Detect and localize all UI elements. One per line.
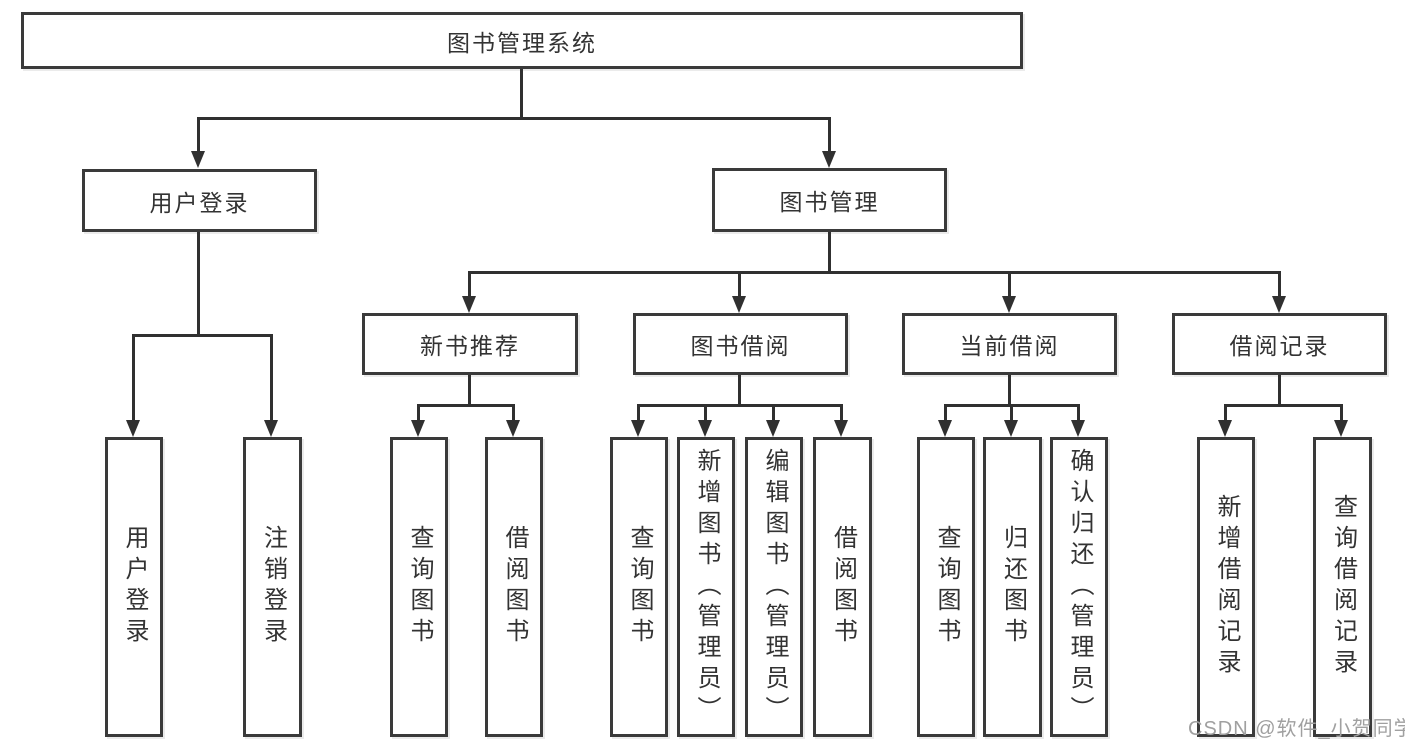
node-current-borrow-label: 当前借阅	[959, 333, 1060, 359]
connector-bb-drop-3	[772, 404, 775, 421]
connector-nb-stub	[468, 375, 471, 407]
arrowhead-icon	[462, 296, 476, 313]
leaf-cb-query-books: 查询图书	[917, 437, 975, 737]
connector-cb-drop-1	[944, 404, 947, 421]
node-book-mgmt-label: 图书管理	[779, 189, 880, 215]
leaf-user-login-label: 用户登录	[121, 525, 148, 649]
connector-bm-drop-3	[1008, 271, 1011, 297]
connector-br-stub	[1278, 375, 1281, 407]
connector-nb-drop-2	[512, 404, 515, 421]
arrowhead-icon	[766, 420, 780, 437]
arrowhead-icon	[1002, 296, 1016, 313]
leaf-user-login: 用户登录	[105, 437, 163, 737]
connector-br-drop-2	[1340, 404, 1343, 421]
node-root: 图书管理系统	[21, 12, 1023, 69]
connector-cb-stub	[1008, 375, 1011, 407]
leaf-bb-query-books-label: 查询图书	[626, 525, 653, 649]
leaf-bb-add-books-admin: 新增图书（管理员）	[677, 437, 735, 737]
connector-br-drop-1	[1224, 404, 1227, 421]
leaf-bb-edit-books-admin-label: 编辑图书（管理员）	[761, 447, 788, 727]
connector-bm-drop-2	[738, 271, 741, 297]
leaf-nb-borrow-books-label: 借阅图书	[501, 525, 528, 649]
leaf-bb-query-books: 查询图书	[610, 437, 668, 737]
node-borrow-records-label: 借阅记录	[1229, 333, 1330, 359]
connector-ul-drop-1	[132, 334, 135, 421]
node-user-login-label: 用户登录	[149, 189, 250, 216]
arrowhead-icon	[1218, 420, 1232, 437]
connector-l2-hline	[197, 117, 831, 120]
leaf-cb-confirm-return-admin-label: 确认归还（管理员）	[1066, 447, 1093, 727]
arrowhead-icon	[411, 420, 425, 437]
arrowhead-icon	[631, 420, 645, 437]
leaf-br-query-record: 查询借阅记录	[1313, 437, 1372, 737]
connector-ul-stub	[197, 232, 200, 337]
leaf-cb-query-books-label: 查询图书	[933, 525, 960, 649]
connector-l2-right-drop	[828, 117, 831, 153]
leaf-logout-label: 注销登录	[259, 525, 287, 649]
node-new-books-label: 新书推荐	[420, 333, 520, 359]
arrowhead-icon	[264, 420, 278, 437]
leaf-nb-query-books: 查询图书	[390, 437, 448, 737]
node-new-books: 新书推荐	[362, 313, 578, 375]
node-borrow-records: 借阅记录	[1172, 313, 1387, 375]
connector-bb-drop-2	[704, 404, 707, 421]
leaf-bb-edit-books-admin: 编辑图书（管理员）	[745, 437, 803, 737]
leaf-br-add-record-label: 新增借阅记录	[1213, 494, 1240, 680]
connector-ul-drop-2	[270, 334, 273, 421]
connector-root-stub	[520, 69, 523, 120]
arrowhead-icon	[506, 420, 520, 437]
arrowhead-icon	[822, 151, 836, 168]
arrowhead-icon	[1071, 420, 1085, 437]
connector-nb-hline	[417, 404, 515, 407]
leaf-bb-borrow-books-label: 借阅图书	[829, 525, 857, 649]
connector-l2-left-drop	[197, 117, 200, 153]
node-current-borrow: 当前借阅	[902, 313, 1117, 375]
connector-br-hline	[1224, 404, 1343, 407]
arrowhead-icon	[698, 420, 712, 437]
node-root-label: 图书管理系统	[447, 29, 597, 56]
arrowhead-icon	[191, 151, 205, 168]
arrowhead-icon	[938, 420, 952, 437]
connector-bb-hline	[637, 404, 843, 407]
leaf-nb-query-books-label: 查询图书	[406, 525, 433, 649]
arrowhead-icon	[1334, 420, 1348, 437]
leaf-br-add-record: 新增借阅记录	[1197, 437, 1255, 737]
connector-bb-stub	[738, 375, 741, 407]
connector-bm-drop-1	[468, 271, 471, 297]
node-book-mgmt: 图书管理	[712, 168, 947, 232]
connector-bm-hline	[468, 271, 1281, 274]
node-book-borrow-label: 图书借阅	[690, 333, 791, 359]
leaf-cb-return-books-label: 归还图书	[999, 525, 1027, 649]
connector-ul-hline	[132, 334, 273, 337]
connector-cb-drop-2	[1010, 404, 1013, 421]
leaf-cb-return-books: 归还图书	[983, 437, 1042, 737]
connector-bm-drop-4	[1278, 271, 1281, 297]
arrowhead-icon	[126, 420, 140, 437]
node-book-borrow: 图书借阅	[633, 313, 848, 375]
node-user-login: 用户登录	[82, 169, 317, 232]
connector-bb-drop-4	[840, 404, 843, 421]
leaf-bb-borrow-books: 借阅图书	[813, 437, 872, 737]
connector-nb-drop-1	[417, 404, 420, 421]
leaf-cb-confirm-return-admin: 确认归还（管理员）	[1050, 437, 1108, 737]
connector-bm-stub	[828, 232, 831, 274]
leaf-br-query-record-label: 查询借阅记录	[1329, 494, 1357, 680]
csdn-watermark: CSDN @软件_小贺同学	[1188, 718, 1405, 740]
connector-bb-drop-1	[637, 404, 640, 421]
leaf-nb-borrow-books: 借阅图书	[485, 437, 543, 737]
leaf-bb-add-books-admin-label: 新增图书（管理员）	[693, 447, 720, 727]
arrowhead-icon	[834, 420, 848, 437]
connector-cb-drop-3	[1077, 404, 1080, 421]
arrowhead-icon	[732, 296, 746, 313]
arrowhead-icon	[1272, 296, 1286, 313]
arrowhead-icon	[1004, 420, 1018, 437]
leaf-logout: 注销登录	[243, 437, 302, 737]
